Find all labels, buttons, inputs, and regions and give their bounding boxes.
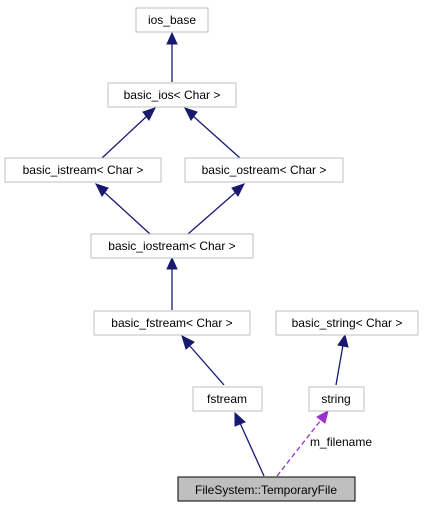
- node-basic-string-label: basic_string< Char >: [292, 316, 403, 330]
- node-fstream-label: fstream: [207, 392, 247, 406]
- node-temporary-file-label: FileSystem::TemporaryFile: [195, 483, 337, 497]
- node-basic-ostream-label: basic_ostream< Char >: [202, 163, 327, 177]
- edge-basic-ios-to-ios-base: [166, 31, 178, 82]
- node-ios-base-label: ios_base: [148, 13, 196, 27]
- node-basic-istream-label: basic_istream< Char >: [23, 163, 144, 177]
- edge-label-m-filename: m_filename: [310, 435, 372, 449]
- node-basic-string[interactable]: basic_string< Char >: [275, 310, 419, 336]
- node-string[interactable]: string: [308, 386, 365, 412]
- edge-fstream-to-basic-fstream: [181, 335, 225, 386]
- edge-basic-iostream-to-basic-ostream: [187, 183, 245, 235]
- node-basic-ostream[interactable]: basic_ostream< Char >: [184, 157, 344, 183]
- node-string-label: string: [321, 392, 350, 406]
- node-fstream[interactable]: fstream: [192, 386, 263, 412]
- edge-basic-istream-to-basic-ios: [101, 107, 156, 159]
- node-basic-iostream-label: basic_iostream< Char >: [108, 239, 235, 253]
- node-basic-fstream[interactable]: basic_fstream< Char >: [93, 310, 251, 336]
- edge-basic-fstream-to-basic-iostream: [166, 256, 178, 310]
- edge-temporary-file-to-fstream: [234, 411, 265, 477]
- node-basic-iostream[interactable]: basic_iostream< Char >: [90, 233, 254, 259]
- node-basic-ios-label: basic_ios< Char >: [124, 88, 221, 102]
- edge-temporary-file-to-string-member: [276, 410, 329, 477]
- node-basic-istream[interactable]: basic_istream< Char >: [4, 157, 162, 183]
- edge-basic-iostream-to-basic-istream: [95, 183, 151, 235]
- edge-basic-ostream-to-basic-ios: [184, 107, 241, 159]
- node-basic-fstream-label: basic_fstream< Char >: [111, 316, 232, 330]
- edge-string-to-basic-string: [335, 333, 349, 386]
- node-ios-base[interactable]: ios_base: [135, 7, 209, 33]
- node-basic-ios[interactable]: basic_ios< Char >: [107, 82, 237, 108]
- node-temporary-file[interactable]: FileSystem::TemporaryFile: [177, 476, 356, 502]
